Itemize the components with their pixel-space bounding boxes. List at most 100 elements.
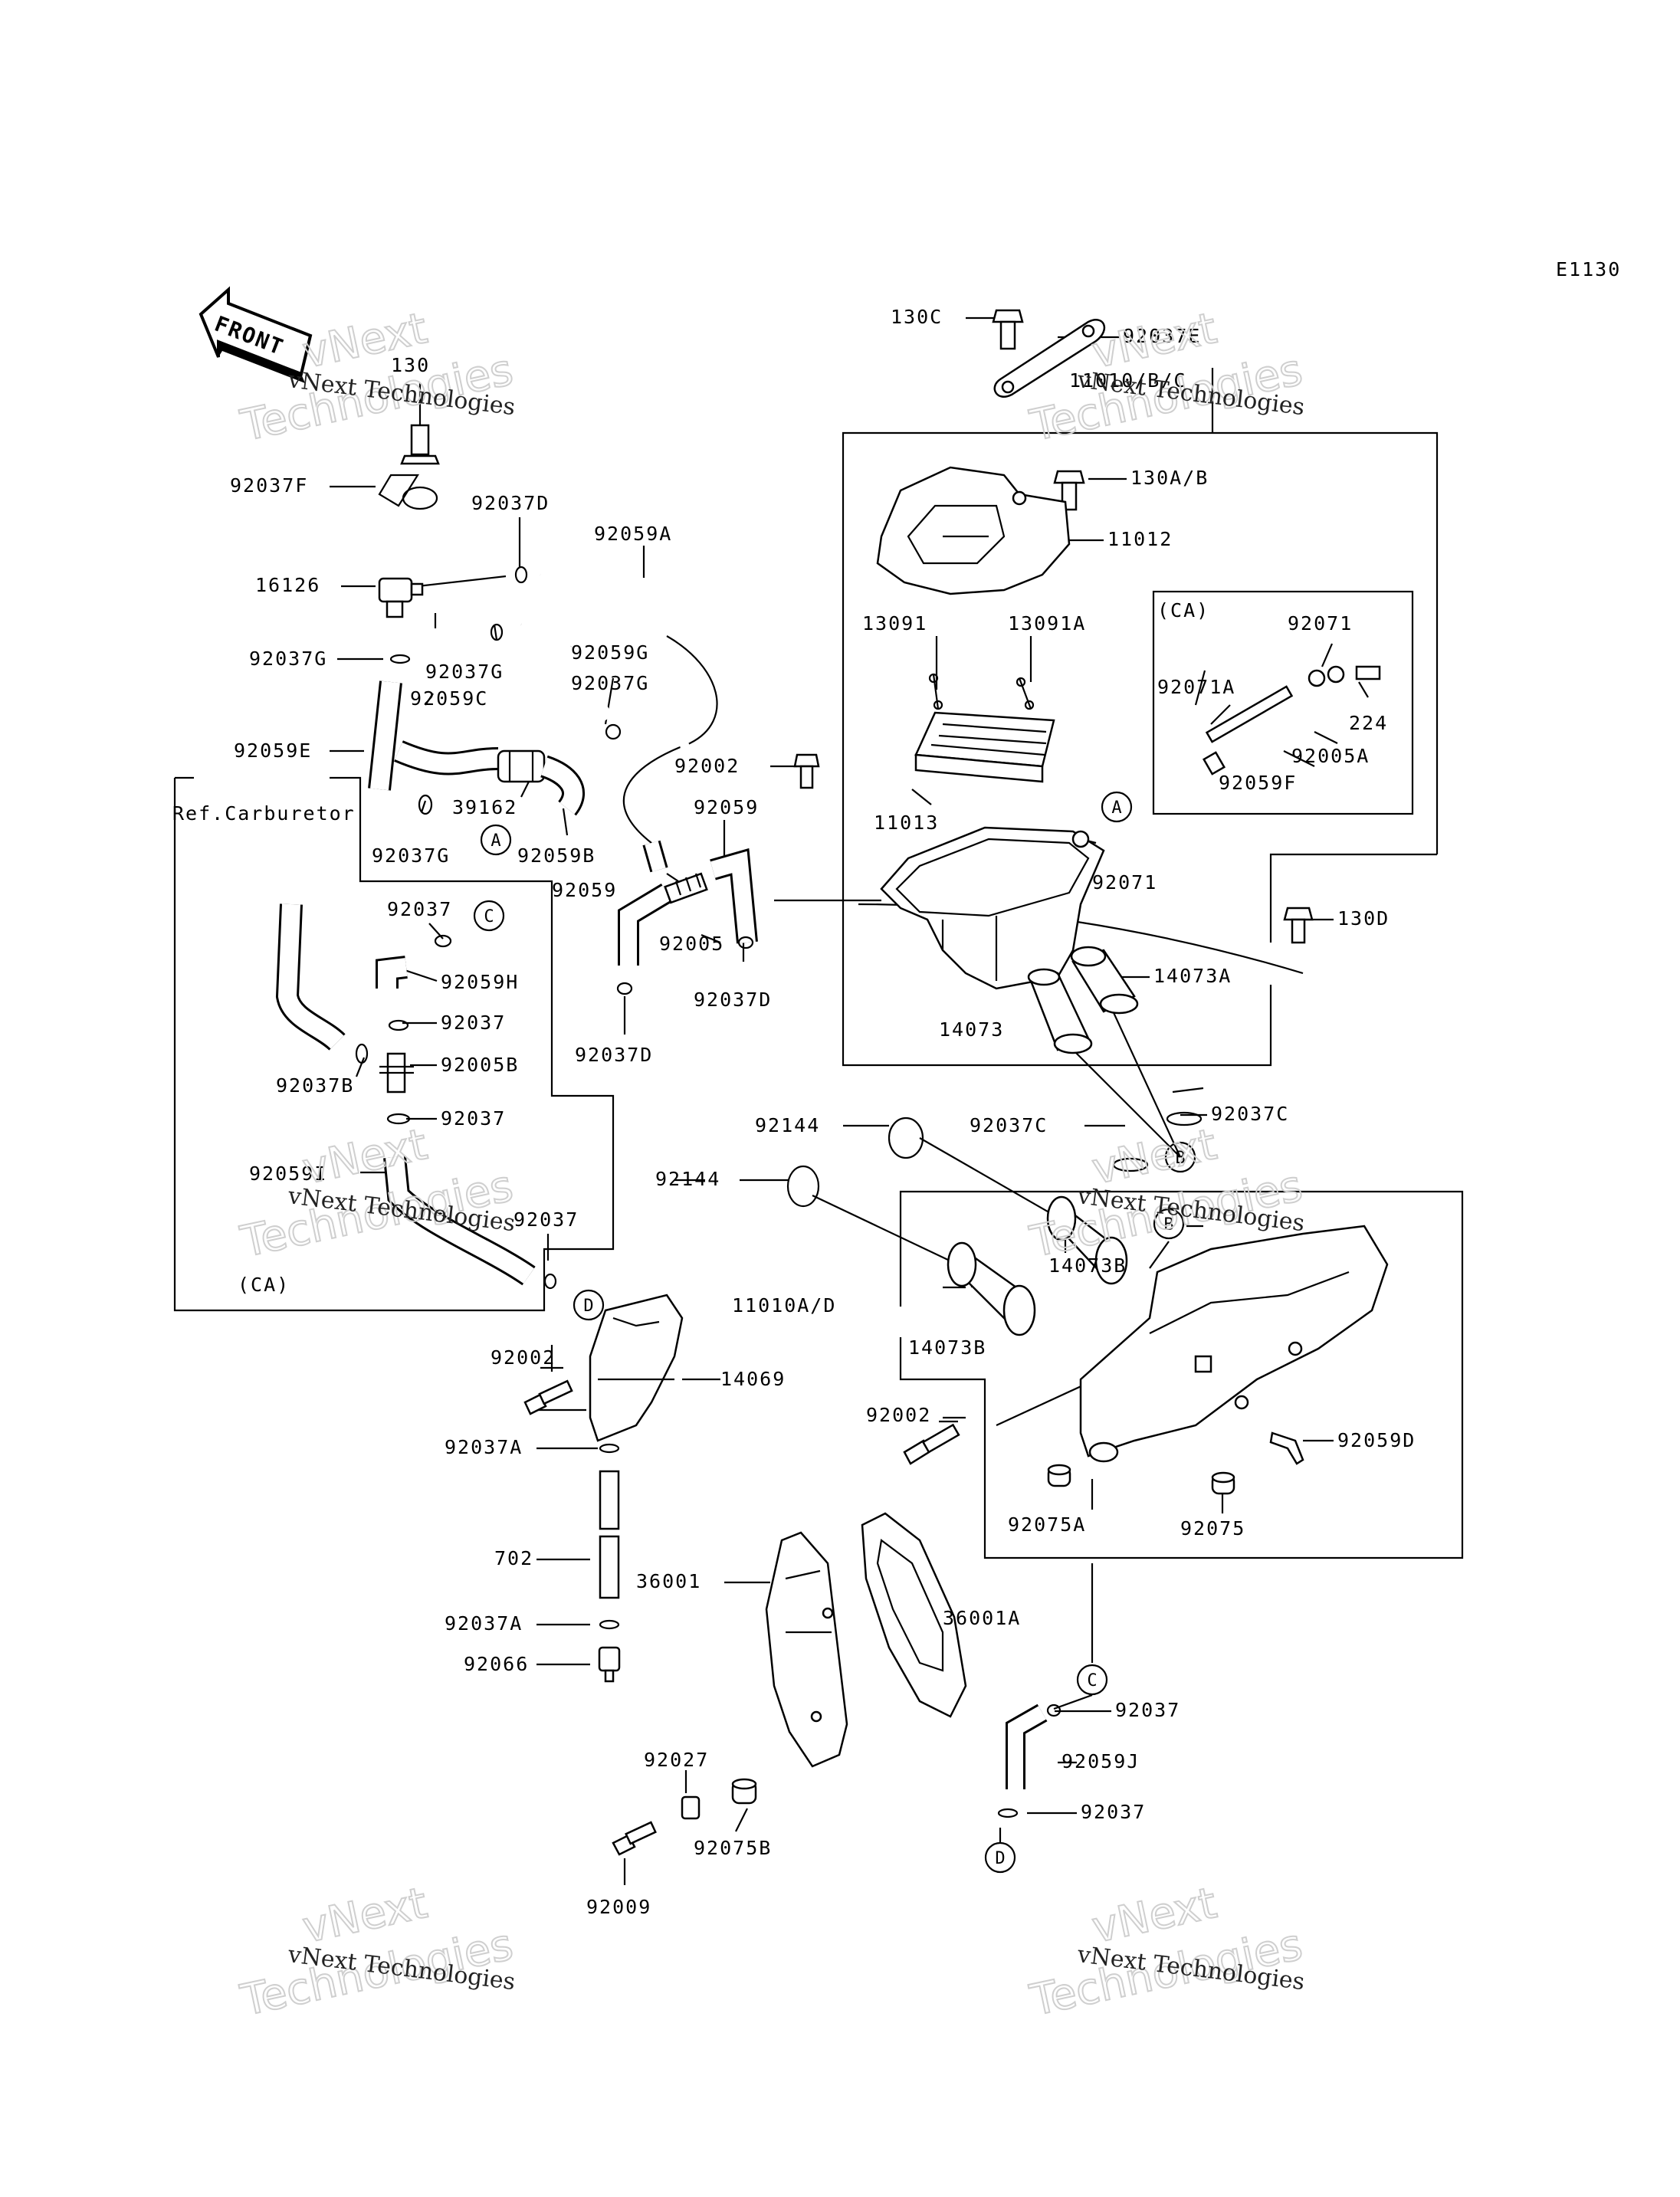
tube-702-lower-icon <box>599 1535 620 1599</box>
label-92059h: 92059H <box>441 971 519 993</box>
duct-14073-icon <box>1027 968 1093 1054</box>
label-92071: 92071 <box>1092 871 1157 894</box>
label-92037g-left: 92037G <box>249 648 327 670</box>
label-92066: 92066 <box>464 1653 529 1675</box>
grommet-92071-icon <box>1071 830 1090 848</box>
o-ring-92144-a-icon <box>888 1117 924 1159</box>
bolt-130ab-icon <box>1053 470 1085 511</box>
label-92059c: 92059C <box>410 687 488 710</box>
label-16126: 16126 <box>255 574 320 596</box>
label-92037d-right: 92037D <box>694 989 772 1011</box>
label-14073: 14073 <box>939 1018 1004 1041</box>
clip-92037d-c-icon <box>616 982 633 995</box>
label-92059-top: 92059 <box>694 796 759 818</box>
label-92075: 92075 <box>1180 1517 1245 1540</box>
label-92005a: 92005A <box>1291 745 1370 767</box>
bolt-130c-icon <box>992 309 1024 350</box>
label-92037c-left: 92037C <box>970 1114 1048 1136</box>
ca-fitting-icon <box>1202 665 1381 776</box>
label-92037-ca-a: 92037 <box>387 898 452 920</box>
label-92059j: 92059J <box>1061 1750 1140 1772</box>
callout-d-bottom-label: D <box>995 1849 1005 1868</box>
label-14073b-right: 14073B <box>1048 1254 1127 1277</box>
clip-92037d-b-icon <box>737 936 754 949</box>
label-92037g-bottom: 92037G <box>372 844 450 867</box>
label-92002-top: 92002 <box>674 755 740 777</box>
label-92037-ca-c: 92037 <box>441 1107 506 1130</box>
bolt-92009-icon <box>612 1821 657 1856</box>
label-92009: 92009 <box>586 1896 651 1918</box>
label-92037f: 92037F <box>230 474 308 497</box>
label-92002-right: 92002 <box>866 1404 931 1426</box>
clip-92037d-icon <box>514 566 528 584</box>
bracket-14069-icon <box>589 1294 684 1442</box>
label-92075a: 92075A <box>1008 1513 1086 1536</box>
filter-39162-icon <box>497 749 546 783</box>
watermarks: vNext Technologies vNext Technologies vN… <box>235 303 1307 2027</box>
label-14069: 14069 <box>720 1368 786 1390</box>
callout-c-left-label: C <box>484 907 494 926</box>
label-92037-c: 92037 <box>1115 1699 1180 1721</box>
cover-11012-icon <box>876 466 1071 595</box>
label-92059f: 92059F <box>1219 772 1297 794</box>
label-ref-carburetor: Ref.Carburetor <box>172 802 356 825</box>
cleaner-box-11010-icon <box>880 826 1105 990</box>
label-130c: 130C <box>891 306 943 328</box>
grommet-92075-icon <box>1211 1471 1235 1495</box>
label-92037b: 92037B <box>276 1074 354 1097</box>
label-130d: 130D <box>1337 907 1390 930</box>
cover-36001a-icon <box>861 1512 967 1718</box>
label-92005: 92005 <box>659 933 724 955</box>
label-13091a: 13091A <box>1008 612 1086 635</box>
label-14073b-left: 14073B <box>908 1336 986 1359</box>
diagram-code: E1130 <box>1556 258 1621 280</box>
part-graphics <box>275 309 1389 1856</box>
clip-92037g-b-icon <box>389 654 411 664</box>
label-92059-left: 92059 <box>552 879 617 901</box>
label-92037-d: 92037 <box>1081 1801 1146 1823</box>
callout-d-top-label: D <box>583 1297 593 1316</box>
callout-c-bottom-label: C <box>1087 1671 1097 1690</box>
connector-92005b-icon <box>379 1052 414 1094</box>
bolt-130-icon <box>400 424 440 465</box>
cleaner-case-lower-icon <box>1079 1225 1389 1463</box>
valve-16126-icon <box>378 577 424 618</box>
label-ca-right: (CA) <box>1157 599 1209 621</box>
callout-b-box <box>1153 1208 1185 1240</box>
label-39162: 39162 <box>452 796 517 818</box>
duct-14073b-a-icon <box>1046 1195 1128 1285</box>
grommet-92075a-icon <box>1047 1464 1071 1487</box>
label-11012: 11012 <box>1107 528 1173 550</box>
label-130ab: 130A/B <box>1130 467 1209 489</box>
clip-13091-icon <box>928 673 943 710</box>
grouping-frames <box>173 431 1464 1559</box>
label-36001: 36001 <box>636 1570 701 1592</box>
callout-a-left <box>480 824 512 856</box>
label-ca-left: (CA) <box>238 1274 290 1296</box>
label-92037a-bottom: 92037A <box>445 1612 523 1635</box>
label-92071a: 92071A <box>1157 676 1235 698</box>
fitting-92059d-icon <box>1269 1431 1304 1465</box>
grommet-92075b-icon <box>731 1778 757 1805</box>
collar-92027-icon <box>681 1795 701 1820</box>
label-92037g-mid: 92037G <box>425 661 504 683</box>
callout-a-top-label: A <box>1111 798 1121 818</box>
clip-13091a-icon <box>1016 677 1035 710</box>
label-92059i: 92059I <box>249 1162 327 1185</box>
cover-36001-icon <box>765 1531 848 1768</box>
label-14073a: 14073A <box>1153 965 1232 987</box>
label-92144-left: 92144 <box>655 1168 720 1190</box>
plate-92037e-icon <box>993 319 1105 398</box>
label-13091: 13091 <box>862 612 927 635</box>
label-702: 702 <box>494 1547 533 1569</box>
callout-d-bottom <box>984 1841 1016 1874</box>
clip-92037g-d-icon <box>418 794 433 815</box>
air-cleaner-upper-frame <box>842 431 1439 1067</box>
duct-14073a-icon <box>1070 946 1139 1015</box>
label-92144-top: 92144 <box>755 1114 820 1136</box>
label-224: 224 <box>1349 712 1388 734</box>
part-labels: 130 92037F 92037D 92059A 16126 92037G 92… <box>172 306 1414 1918</box>
clip-92037g-icon <box>490 623 504 641</box>
